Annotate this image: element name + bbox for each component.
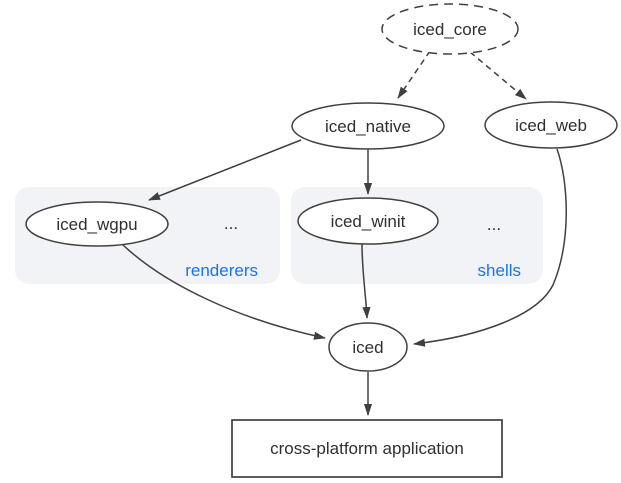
node-iced-wgpu xyxy=(25,201,169,247)
node-iced-core xyxy=(381,3,519,55)
label-iced-winit: iced_winit xyxy=(331,212,406,231)
edge-winit-to-iced xyxy=(361,243,371,319)
renderers-group-label: renderers xyxy=(185,261,258,280)
edge-wgpu-to-iced xyxy=(121,243,326,340)
shells-ellipsis: ... xyxy=(487,215,501,234)
edge-core-to-web xyxy=(469,51,527,100)
label-iced-core: iced_core xyxy=(413,20,487,39)
label-iced-wgpu: iced_wgpu xyxy=(56,215,137,234)
node-iced xyxy=(328,322,408,372)
label-iced: iced xyxy=(352,338,383,357)
edge-web-to-iced xyxy=(413,148,567,347)
label-iced-native: iced_native xyxy=(325,117,411,136)
renderers-ellipsis: ... xyxy=(224,214,238,233)
edge-core-to-native xyxy=(397,50,431,99)
node-iced-web xyxy=(484,101,618,149)
label-iced-web: iced_web xyxy=(515,116,587,135)
node-cross-platform-application xyxy=(231,419,503,478)
edge-native-to-wgpu xyxy=(148,139,302,201)
shells-group-label: shells xyxy=(478,261,521,280)
node-iced-native xyxy=(291,102,445,150)
label-cross-platform-application: cross-platform application xyxy=(270,439,464,458)
node-iced-winit xyxy=(297,197,439,245)
